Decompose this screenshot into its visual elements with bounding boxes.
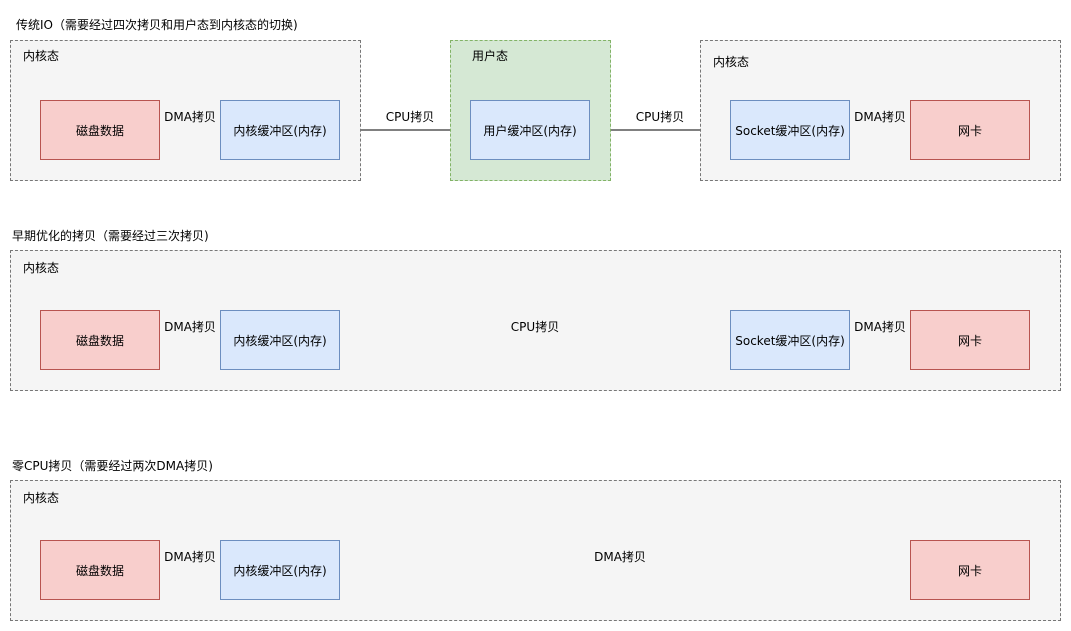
diagram2-disk-node: 磁盘数据 xyxy=(40,310,160,370)
diagram2-kernel-buffer-node: 内核缓冲区(内存) xyxy=(220,310,340,370)
diagram1-kernel-buffer-node: 内核缓冲区(内存) xyxy=(220,100,340,160)
diagram1-edge-socket-to-nic-label: DMA拷贝 xyxy=(854,110,906,124)
diagram2-socket-buffer-node: Socket缓冲区(内存) xyxy=(730,310,850,370)
diagram2-title: 早期优化的拷贝（需要经过三次拷贝) xyxy=(12,229,209,243)
diagram1-kernel-region-left-label: 内核态 xyxy=(23,49,60,63)
diagram1-kernel-region-right-label: 内核态 xyxy=(713,55,750,69)
diagram3-disk-node: 磁盘数据 xyxy=(40,540,160,600)
diagram2-kernel-region-label: 内核态 xyxy=(23,261,60,275)
diagram1-disk-node: 磁盘数据 xyxy=(40,100,160,160)
diagram1-user-buffer-node: 用户缓冲区(内存) xyxy=(470,100,590,160)
diagram1-title: 传统IO（需要经过四次拷贝和用户态到内核态的切换) xyxy=(16,18,298,32)
diagram1-user-region-label: 用户态 xyxy=(472,49,509,63)
diagram3-kernel-region: 内核态 xyxy=(10,480,1061,621)
diagram3-title: 零CPU拷贝（需要经过两次DMA拷贝) xyxy=(12,459,213,473)
diagram1-nic-node: 网卡 xyxy=(910,100,1030,160)
diagram1-edge-user-to-socket-label: CPU拷贝 xyxy=(635,110,685,124)
diagram3-kernel-buffer-node: 内核缓冲区(内存) xyxy=(220,540,340,600)
diagram3-edge-kernel-to-nic-label: DMA拷贝 xyxy=(594,550,646,564)
diagram2-nic-node: 网卡 xyxy=(910,310,1030,370)
diagram2-edge-socket-to-nic-label: DMA拷贝 xyxy=(854,320,906,334)
diagram1-socket-buffer-node: Socket缓冲区(内存) xyxy=(730,100,850,160)
diagram2-kernel-region: 内核态 xyxy=(10,250,1061,391)
diagram3-edge-disk-to-kernel-label: DMA拷贝 xyxy=(164,550,216,564)
diagram1-edge-kernel-to-user-label: CPU拷贝 xyxy=(385,110,435,124)
diagram1-edge-disk-to-kernel-label: DMA拷贝 xyxy=(164,110,216,124)
diagram2-edge-kernel-to-socket-label: CPU拷贝 xyxy=(510,320,560,334)
diagram3-kernel-region-label: 内核态 xyxy=(23,491,60,505)
diagram3-nic-node: 网卡 xyxy=(910,540,1030,600)
diagram2-edge-disk-to-kernel-label: DMA拷贝 xyxy=(164,320,216,334)
